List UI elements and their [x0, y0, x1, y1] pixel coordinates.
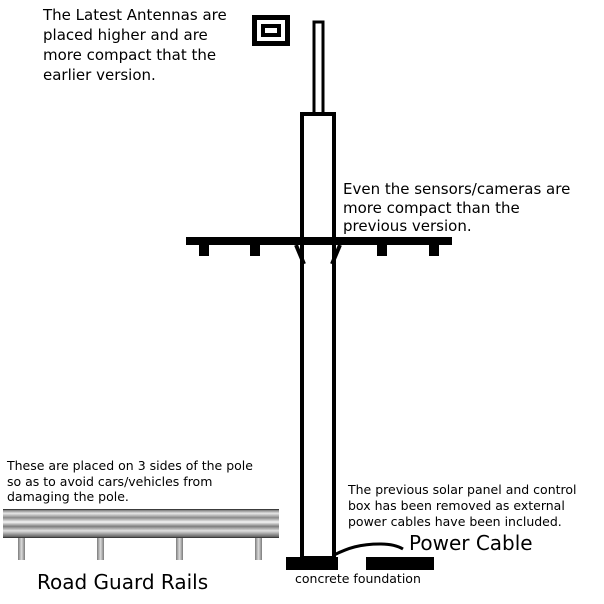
antenna-annotation: The Latest Antennas are placed higher an…	[43, 6, 227, 84]
sensor-camera	[429, 245, 439, 256]
concrete-foundation-block	[366, 557, 434, 570]
road-guard-rails-label: Road Guard Rails	[37, 570, 209, 594]
power-cable-label: Power Cable	[409, 531, 533, 555]
rail-beam	[3, 509, 279, 538]
rail-post	[176, 536, 183, 560]
antenna-box	[252, 15, 290, 46]
rail-post	[18, 536, 25, 560]
sensor-annotation: Even the sensors/cameras are more compac…	[343, 180, 571, 235]
main-pole	[300, 112, 336, 560]
rail-post	[255, 536, 262, 560]
road-guard-rail	[3, 509, 279, 560]
solar-panel-annotation: The previous solar panel and control box…	[348, 482, 577, 529]
antenna-mast	[312, 20, 325, 117]
concrete-foundation-label: concrete foundation	[295, 571, 421, 586]
concrete-foundation-block	[286, 557, 338, 570]
rail-post	[97, 536, 104, 560]
guard-rail-annotation: These are placed on 3 sides of the pole …	[7, 458, 253, 504]
power-cable	[333, 542, 404, 557]
sensor-camera	[377, 245, 387, 256]
sensor-camera	[250, 245, 260, 256]
sensor-crossarm	[186, 237, 452, 265]
sensor-camera	[199, 245, 209, 256]
